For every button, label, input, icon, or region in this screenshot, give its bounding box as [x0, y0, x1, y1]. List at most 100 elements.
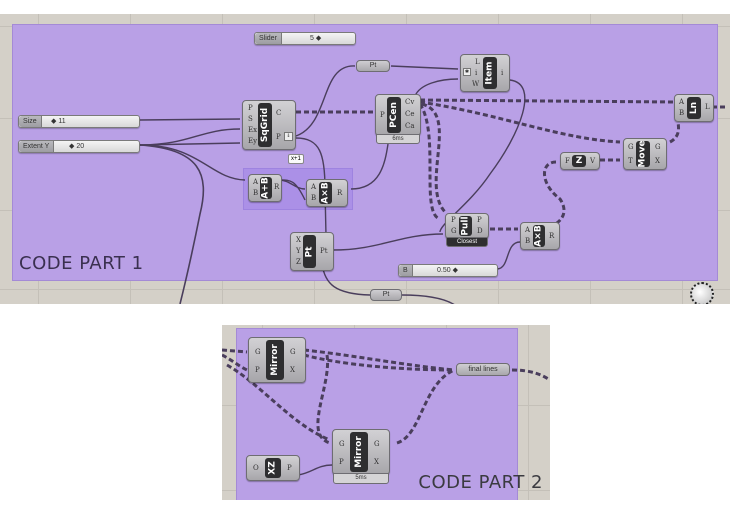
output-port: X [374, 458, 379, 466]
output-port: L [705, 103, 710, 111]
output-port: i [501, 69, 504, 77]
group-title: CODE PART 2 [418, 472, 543, 493]
component-name: Move [636, 140, 650, 168]
slider-value: ◆ 20 [69, 143, 85, 150]
output-port: R [337, 189, 343, 197]
component-name: A×B [533, 225, 545, 247]
input-port: P [248, 104, 253, 112]
input-port: G [255, 348, 261, 356]
input-port: Ex [248, 126, 258, 134]
input-port: A [679, 98, 685, 106]
component-ln[interactable]: A B Ln L [674, 94, 714, 122]
runtime-label: 5ms [333, 473, 389, 484]
input-port: T [628, 157, 633, 165]
component-pcen[interactable]: P PCen Cv Ce Ca 6ms [375, 94, 421, 144]
expression-tooltip: x+1 [288, 154, 304, 164]
output-port: G [374, 440, 380, 448]
slider-label: Extent Y [19, 141, 55, 152]
slider-label: Slider [255, 33, 282, 44]
runtime-label: 6ms [376, 134, 420, 144]
component-name: Pt [303, 235, 316, 268]
input-port: G [628, 143, 634, 151]
input-port: A [311, 183, 317, 191]
output-port: Ca [405, 122, 415, 130]
output-port: P [477, 216, 482, 224]
component-unit-z[interactable]: F Z V [560, 152, 600, 170]
output-port: G [290, 348, 296, 356]
input-port: S [248, 115, 253, 123]
input-port: A [253, 178, 259, 186]
component-name: Mirror [266, 340, 284, 380]
component-name: XZ [265, 458, 281, 478]
wire-ptparam-out [401, 294, 455, 304]
component-mirror-1[interactable]: G P Mirror G X [248, 337, 306, 383]
component-pull-point[interactable]: P G Pull P D Closest [445, 213, 489, 247]
input-port: X [296, 236, 301, 244]
component-sqgrid[interactable]: P S Ex Ey SqGrid C P ⇓ [242, 100, 296, 150]
component-name: A+B [260, 177, 272, 199]
slider-size[interactable]: Size ◆ 11 [18, 115, 140, 128]
param-point-bottom[interactable]: Pt [370, 289, 402, 301]
component-name: Ln [687, 97, 701, 119]
canvas-code-part-1[interactable]: CODE PART 1 [0, 14, 730, 304]
output-port: V [590, 157, 596, 165]
navigation-widget-icon[interactable] [690, 282, 714, 304]
component-multiplication-1[interactable]: A B A×B R [306, 179, 348, 207]
mode-label: Closest [446, 237, 488, 247]
component-name: Item [483, 57, 497, 89]
output-port: X [655, 157, 660, 165]
component-name: Pull [459, 216, 472, 236]
group-title: CODE PART 1 [19, 253, 144, 274]
input-port: B [311, 194, 317, 202]
input-port: P [451, 216, 456, 224]
param-point-top[interactable]: Pt [356, 60, 390, 72]
input-port: G [451, 227, 457, 235]
input-port: A [525, 226, 531, 234]
output-port: P [276, 133, 281, 141]
slider-value: 5 ◆ [310, 35, 322, 42]
input-port: B [525, 237, 531, 245]
component-name: A×B [319, 182, 332, 204]
input-port: B [253, 189, 259, 197]
component-move[interactable]: G T Move G X [623, 138, 667, 170]
grid-line [0, 289, 730, 290]
input-port: F [565, 157, 570, 165]
slider-value: 0.50 ◆ [437, 267, 458, 274]
component-addition[interactable]: A B A+B R [248, 174, 282, 202]
component-name: SqGrid [258, 103, 272, 147]
reparam-icon[interactable]: ✱ [463, 68, 471, 76]
output-port: Ce [405, 110, 415, 118]
output-port: R [549, 232, 555, 240]
input-port: P [339, 458, 344, 466]
param-final-lines[interactable]: final lines [456, 363, 510, 376]
canvas-code-part-2[interactable]: CODE PART 2 G P Mirror G X final lines G… [222, 325, 550, 500]
input-port: Y [296, 247, 301, 255]
slider-label: B [399, 265, 413, 276]
slider-number[interactable]: Slider 5 ◆ [254, 32, 356, 45]
output-port: G [655, 143, 661, 151]
output-port: C [276, 109, 282, 117]
input-port: Z [296, 258, 301, 266]
component-xz-plane[interactable]: O XZ P [246, 455, 300, 481]
slider-value: ◆ 11 [51, 118, 66, 125]
output-port: D [477, 227, 483, 235]
input-port: L [475, 58, 480, 66]
component-item[interactable]: L i W ✱ Item i [460, 54, 510, 92]
component-multiplication-2[interactable]: A B A×B R [520, 222, 560, 250]
output-port: X [290, 366, 295, 374]
input-port: P [255, 366, 260, 374]
output-port: P [287, 464, 292, 472]
output-port: Cv [405, 98, 415, 106]
grid-line [528, 325, 529, 500]
component-mirror-2[interactable]: G P Mirror G X 5ms [332, 429, 390, 484]
output-port: Pt [320, 247, 328, 255]
input-port: P [380, 111, 385, 119]
slider-extent-y[interactable]: Extent Y ◆ 20 [18, 140, 140, 153]
component-construct-point[interactable]: X Y Z Pt Pt [290, 232, 334, 271]
input-port: i [475, 69, 478, 77]
slider-label: Size [19, 116, 42, 127]
slider-b[interactable]: B 0.50 ◆ [398, 264, 498, 277]
input-port: B [679, 109, 685, 117]
component-name: PCen [387, 97, 401, 133]
graft-icon[interactable]: ⇓ [284, 132, 293, 141]
